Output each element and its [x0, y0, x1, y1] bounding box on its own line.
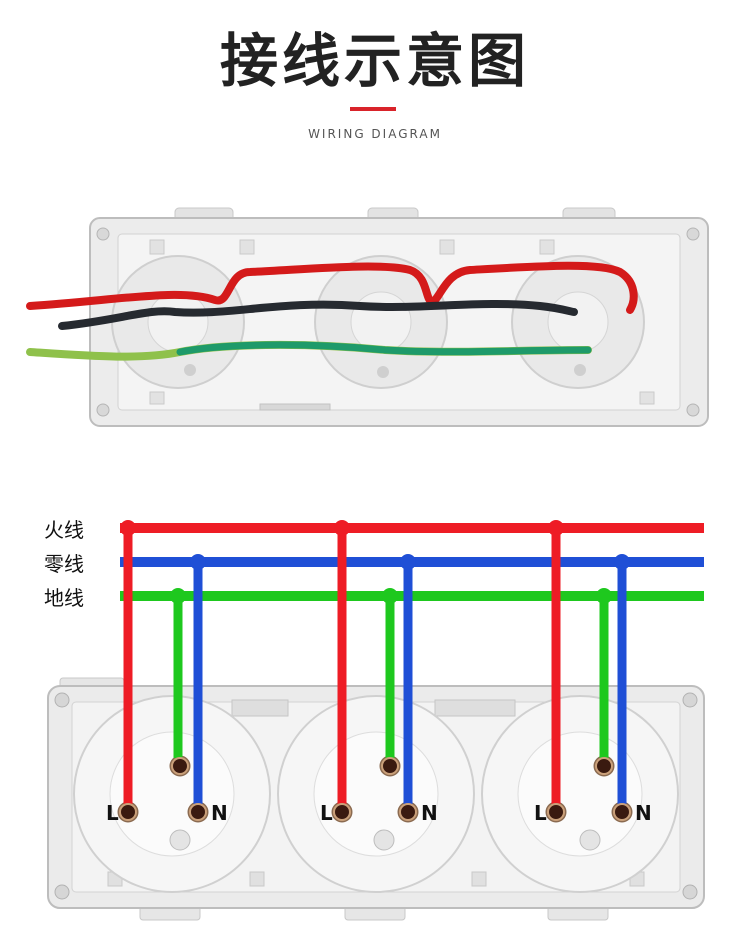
socket-2-neutral-label: N [421, 801, 438, 825]
drop-wires [123, 528, 627, 804]
live-wire-label: 火线 [44, 518, 84, 542]
socket-3 [481, 695, 679, 893]
socket-3-live-label: L [534, 801, 547, 825]
socket-1-neutral-label: N [211, 801, 228, 825]
page-title: 接线示意图 [219, 27, 530, 95]
page-subtitle: WIRING DIAGRAM [308, 127, 442, 141]
title-accent-bar [350, 107, 396, 111]
top-socket-strip-back [89, 207, 709, 427]
socket-2 [277, 695, 475, 893]
socket-2-live-label: L [320, 801, 333, 825]
junction-dots [120, 520, 630, 604]
socket-1 [73, 695, 271, 893]
top-wires [26, 261, 638, 361]
terminal-caps [119, 757, 631, 821]
earth-wire-label: 地线 [44, 586, 84, 610]
socket-1-live-label: L [106, 801, 119, 825]
neutral-wire-label: 零线 [44, 552, 84, 576]
socket-3-neutral-label: N [635, 801, 652, 825]
